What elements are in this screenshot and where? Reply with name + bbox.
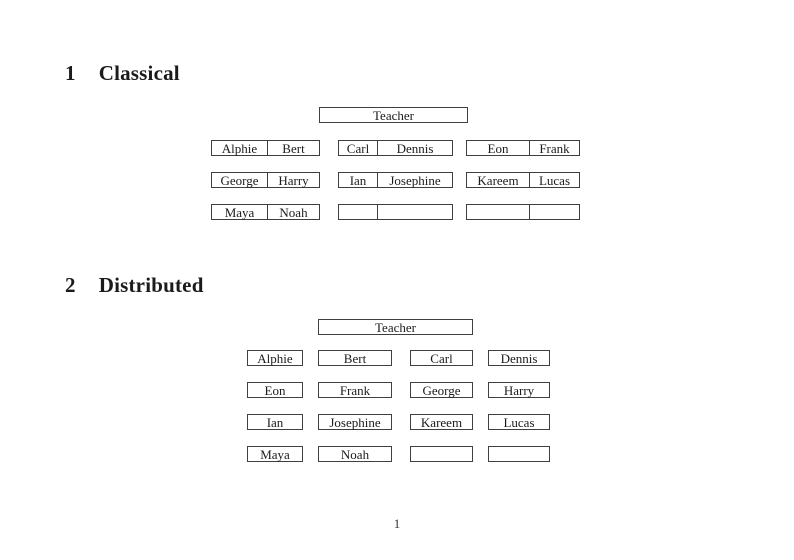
desk: Alphie Bert (211, 140, 320, 156)
empty-seat (339, 205, 377, 219)
student-seat: Ian (247, 414, 303, 430)
student-seat: Lucas (529, 173, 579, 187)
student-seat: Alphie (247, 350, 303, 366)
desk: Carl Dennis (338, 140, 453, 156)
section-title: Classical (98, 61, 180, 85)
teacher-box: Teacher (318, 319, 473, 335)
empty-seat (529, 205, 579, 219)
student-seat: Alphie (221, 140, 258, 156)
student-seat: Bert (318, 350, 392, 366)
section-heading-classical: 1 Classical (65, 61, 180, 85)
student-seat: George (220, 172, 259, 188)
student-seat: Frank (529, 141, 579, 155)
student-seat: Harry (488, 382, 550, 398)
teacher-box: Teacher (319, 107, 468, 123)
student-seat: Ian (349, 172, 367, 188)
desk: George Harry (211, 172, 320, 188)
desk (466, 204, 580, 220)
student-seat: Noah (318, 446, 392, 462)
section-number: 1 (65, 61, 76, 85)
desk: Eon Frank (466, 140, 580, 156)
desk: Maya Noah (211, 204, 320, 220)
student-seat: Noah (267, 205, 319, 219)
student-seat: Kareem (410, 414, 473, 430)
desk (338, 204, 453, 220)
student-seat: Harry (267, 173, 319, 187)
section-heading-distributed: 2 Distributed (65, 273, 204, 297)
empty-seat (410, 446, 473, 462)
student-seat: Josephine (318, 414, 392, 430)
student-seat: Bert (267, 141, 319, 155)
student-seat: Lucas (488, 414, 550, 430)
empty-seat (488, 446, 550, 462)
student-seat: Josephine (377, 173, 452, 187)
teacher-label: Teacher (373, 107, 414, 123)
empty-seat (467, 205, 529, 219)
teacher-label: Teacher (375, 319, 416, 335)
student-seat: Eon (487, 140, 509, 156)
student-seat: Dennis (488, 350, 550, 366)
student-seat: Eon (247, 382, 303, 398)
student-seat: Kareem (477, 172, 519, 188)
desk: Ian Josephine (338, 172, 453, 188)
desk: Kareem Lucas (466, 172, 580, 188)
student-seat: Maya (224, 204, 255, 220)
page-number: 1 (393, 516, 401, 531)
student-seat: Carl (410, 350, 473, 366)
section-number: 2 (65, 273, 76, 297)
student-seat: Carl (346, 140, 370, 156)
section-title: Distributed (98, 273, 204, 297)
empty-seat (377, 205, 452, 219)
student-seat: Dennis (377, 141, 452, 155)
student-seat: Frank (318, 382, 392, 398)
student-seat: Maya (247, 446, 303, 462)
student-seat: George (410, 382, 473, 398)
